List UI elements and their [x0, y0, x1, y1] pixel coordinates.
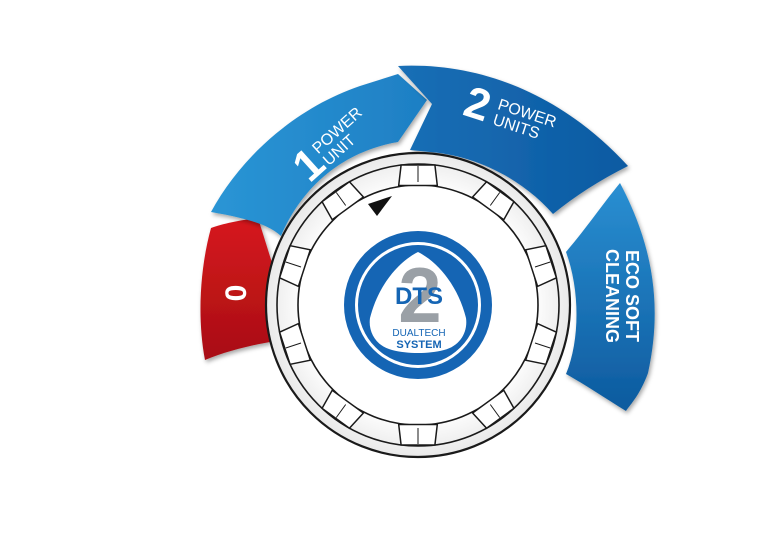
knob-grip-notch-line [534, 342, 551, 349]
badge-line2: SYSTEM [396, 339, 441, 351]
knob-grip-group [278, 164, 558, 446]
segment-off[interactable] [200, 218, 273, 360]
badge-white-shield [369, 252, 467, 353]
segment-off-label: 0 [220, 285, 253, 302]
badge-numeral: 2 [398, 251, 441, 339]
knob-grip-notch-line [534, 261, 551, 268]
knob-grip-notch-line [335, 192, 347, 206]
knob-grip-notch [278, 322, 312, 366]
knob-grip-notch-line [285, 261, 302, 268]
knob-grip-notch-line [335, 404, 347, 418]
segment-eco-line1: ECO SOFT [622, 250, 642, 342]
knob-grip-notch-line [489, 404, 501, 418]
knob-grip-notch [524, 322, 558, 366]
knob-inner-ring [276, 163, 560, 447]
segment-two-power-units[interactable] [398, 65, 628, 214]
knob-grip-notch [524, 244, 558, 288]
badge-title: DTS [395, 283, 443, 310]
badge-line1: DUALTECH [392, 328, 445, 339]
dts-badge: 2 DTS DUALTECH SYSTEM [344, 231, 492, 379]
triangle-pointer-icon [368, 196, 392, 216]
segment-eco-soft-cleaning[interactable] [566, 183, 655, 411]
knob-grip-notch [278, 244, 312, 288]
segment-one-power-unit[interactable] [211, 74, 427, 236]
knob-grip-notch-line [489, 192, 501, 206]
segment-eco-line2: CLEANING [602, 249, 622, 343]
knob-grip-notch-line [285, 342, 302, 349]
